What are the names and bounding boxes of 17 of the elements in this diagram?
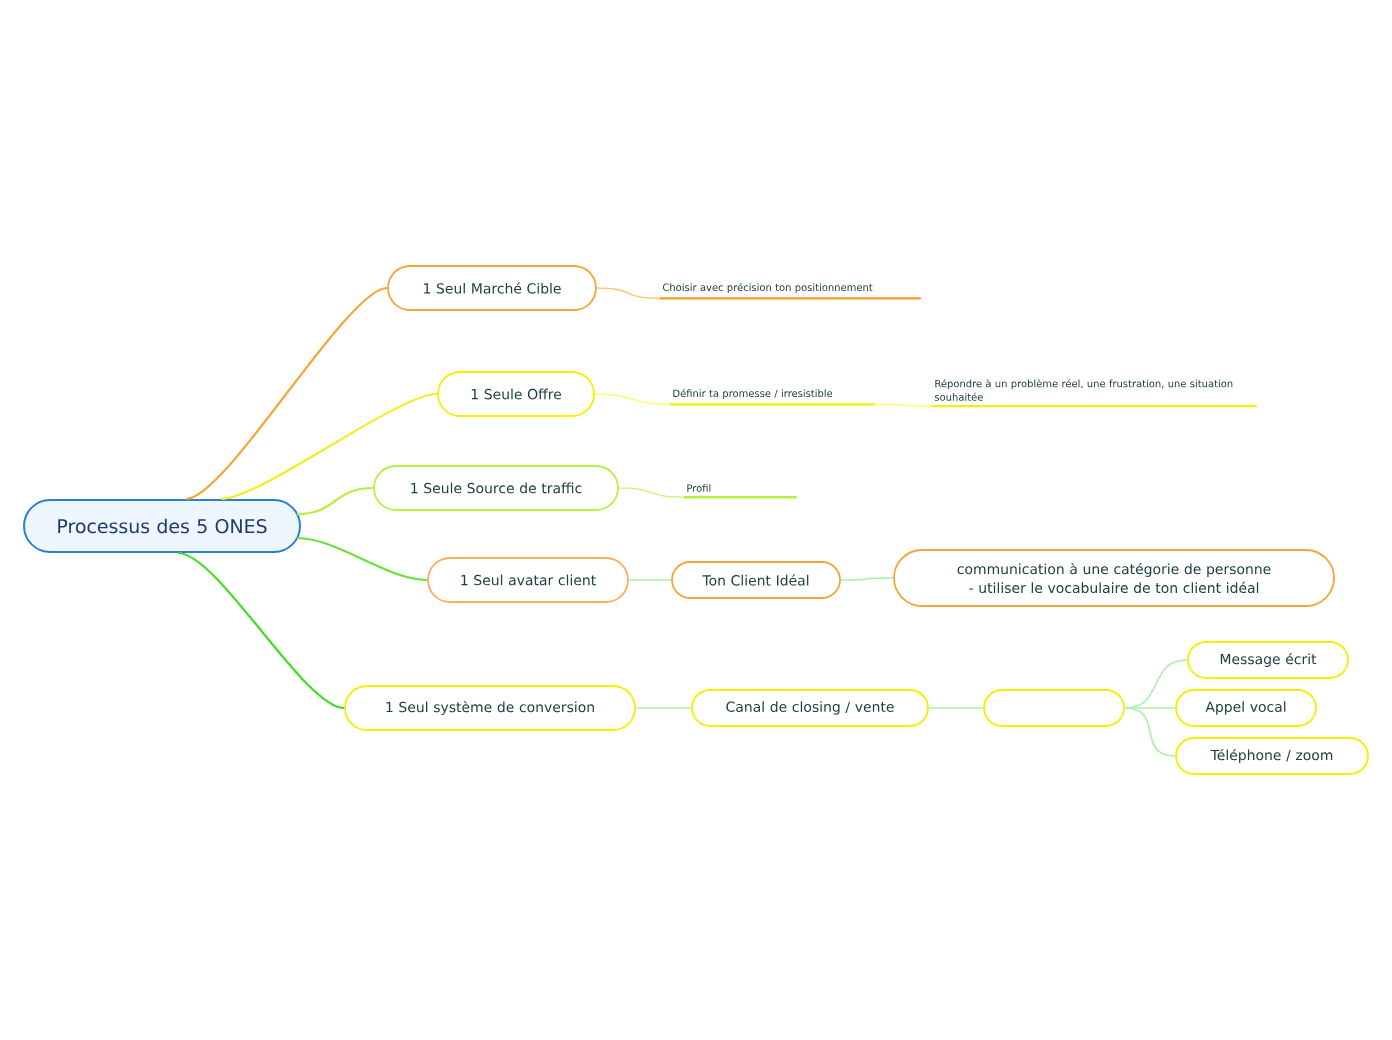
- branch-line: [596, 287, 661, 300]
- central-topic: Processus des 5 ONES: [23, 499, 301, 553]
- branch-line: [628, 579, 672, 581]
- topic-box: [983, 689, 1125, 727]
- branch-line: [177, 551, 345, 710]
- branch-line: [594, 393, 671, 406]
- branch-line: [296, 536, 428, 582]
- branch-line: [635, 707, 692, 709]
- branch-line: [874, 403, 933, 407]
- branch-line: [1124, 707, 1176, 757]
- branch-line: [220, 392, 438, 501]
- branch-line: [928, 707, 984, 709]
- branch-line: [296, 486, 374, 516]
- branch-line: [1124, 707, 1176, 709]
- branch-line: [185, 286, 388, 501]
- branch-line: [840, 577, 894, 581]
- branch-line: [618, 487, 685, 499]
